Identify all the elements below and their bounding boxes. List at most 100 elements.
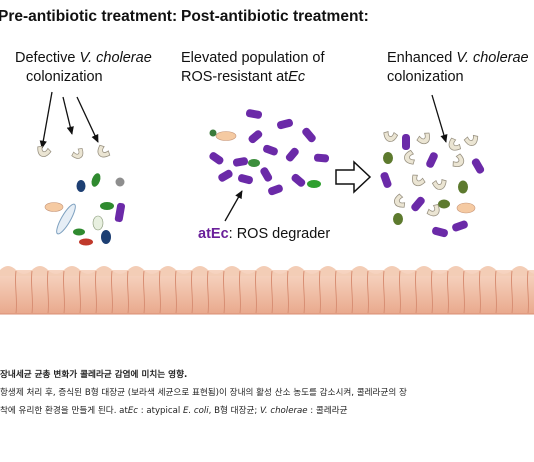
atec-pointer-arrow [224,190,243,222]
epithelial-cell-border [494,270,498,314]
epithelial-cell-border [478,270,482,314]
caption-title: 장내세균 균총 변화가 콜레라균 감염에 미치는 영향. [0,370,188,380]
vibrio-cholerae-cell [94,143,112,161]
purple-rod-cell [277,118,293,130]
caption-line-3: 착에 유리한 환경을 만들게 된다. atEc : atypical E. co… [0,406,348,416]
commensal-cell [101,230,111,244]
epithelial-cell-border [334,270,338,314]
illustration [0,91,534,315]
epithelial-cell-border [270,270,274,314]
epithelial-cell-border [158,270,162,314]
commensal-cell [44,202,64,212]
epithelial-cell-border [94,270,98,314]
epithelial-cell-border [510,270,514,314]
epithelial-cell-border [382,270,386,314]
purple-rod-cell [237,174,253,185]
epithelial-cell-border [142,270,146,314]
epithelial-cell-border [430,270,434,314]
transition-arrow [335,160,372,194]
purple-rod-cell [380,172,392,188]
pointer-arrow-enhanced [431,94,448,143]
commensal-cell [456,202,476,214]
purple-rod-cell [452,220,468,232]
post-treatment-header: Post-antibiotic treatment: [181,8,369,25]
commensal-cell [383,152,393,164]
caption-line-2: 항생제 처리 후, 증식된 B형 대장균 (보라색 세균으로 표현됨)이 장내의… [0,388,407,398]
epithelial-cell-border [526,270,530,314]
vibrio-cholerae-cell [415,130,434,147]
purple-rod-cell [232,157,249,167]
epithelial-cell-border [222,270,226,314]
epithelial-cell-border [62,270,66,314]
purple-rod-cell [248,130,263,144]
epithelial-cell-border [302,270,306,314]
vibrio-cholerae-cell [382,130,399,144]
vibrio-cholerae-cell [70,146,87,162]
commensal-cell [393,213,403,225]
purple-rod-cell [285,147,299,162]
purple-rod-cell [302,127,316,143]
commensal-cell [115,177,125,187]
commensal-cell [56,203,76,235]
purple-rod-cell [263,144,278,156]
vibrio-cholerae-cell [408,172,427,189]
purple-rod-cell [209,152,224,165]
epithelial-cell-border [398,270,402,314]
commensal-cell [73,228,85,236]
epithelial-cell-border [238,270,242,314]
commensal-cell [438,199,450,209]
enhanced-bacteria [380,130,485,238]
vibrio-cholerae-cell [450,152,467,171]
purple-rod-cell [471,158,485,174]
purple-rod-cell [268,184,283,196]
vibrio-cholerae-cell [391,192,407,211]
commensal-cell [209,129,217,137]
epithelial-cell-border [190,270,194,314]
pointer-arrows-pre [39,91,99,149]
epithelial-cell-border [110,270,114,314]
purple-rod-cell [291,173,306,187]
commensal-cell [91,173,101,187]
epithelial-cell-border [254,270,258,314]
epithelial-cell-border [318,270,322,314]
purple-rod-cell [402,134,410,150]
enhanced-colonization-label: Enhanced V. cholerae colonization [387,50,529,85]
epithelial-cell-border [414,270,418,314]
purple-rod-cell [411,196,425,212]
epithelial-cell-border [350,270,354,314]
purple-rod-cell [260,167,273,182]
post-treatment-bacteria [209,109,330,196]
purple-rod-cell [114,202,126,223]
epithelial-cell-border [206,270,210,314]
figure-caption: 장내세균 균총 변화가 콜레라균 감염에 미치는 영향. 항생제 처리 후, 증… [0,366,534,420]
vibrio-cholerae-cell [402,149,416,166]
epithelial-cell-border [462,270,466,314]
purple-rod-cell [245,109,263,119]
epithelial-cell-border [286,270,290,314]
pre-treatment-bacteria [34,143,126,246]
atec-legend: atEc: ROS degrader [198,226,331,242]
commensal-cell [76,180,86,192]
epithelial-cell-border [78,270,82,314]
commensal-cell [79,238,93,246]
vibrio-cholerae-cell [431,178,448,192]
epithelial-cell-border [30,270,34,314]
purple-rod-cell [218,169,233,182]
commensal-cell [458,180,468,194]
purple-rod-cell [426,152,438,168]
epithelial-cell-border [14,270,18,314]
purple-rod-cell [432,226,448,238]
commensal-cell [307,180,321,188]
vibrio-cholerae-cell [463,133,481,148]
vibrio-cholerae-cell [445,136,463,155]
defective-colonization-label: Defective V. cholerae colonization [15,50,152,85]
commensal-cell [248,159,260,167]
epithelial-cell-border [446,270,450,314]
commensal-cell [92,215,104,231]
pre-treatment-header: Pre-antibiotic treatment: [0,8,178,25]
epithelial-cell-border [46,270,50,314]
purple-rod-cell [313,153,330,163]
epithelial-cell-border [174,270,178,314]
commensal-cell [215,131,237,141]
intestinal-epithelium [0,266,534,315]
